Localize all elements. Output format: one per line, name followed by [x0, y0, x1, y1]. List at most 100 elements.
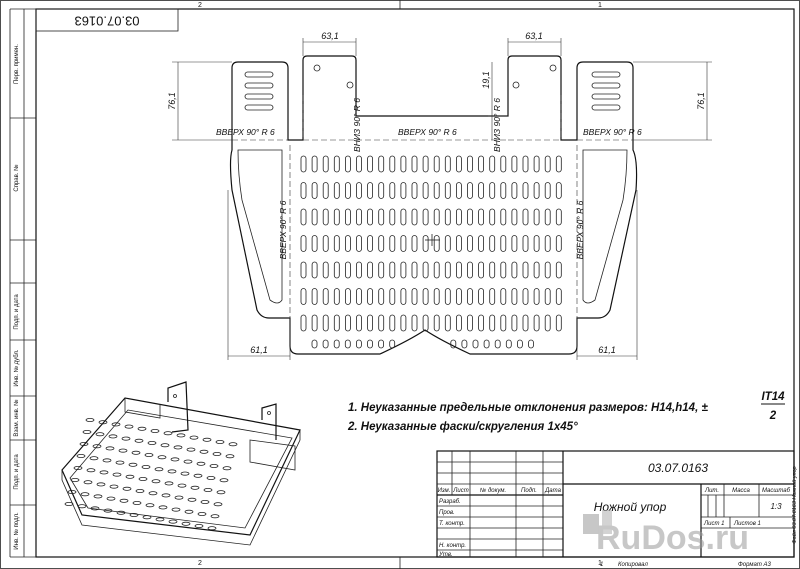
perforation-slot [344, 182, 351, 199]
side-label-sprav-no: Справ. № [13, 164, 20, 191]
perforation-slot [489, 208, 496, 226]
perforation-slot [355, 339, 362, 349]
perforation-slot [511, 182, 518, 199]
iso-perforation [109, 484, 119, 489]
perforation-slot [533, 235, 540, 252]
flange-slot [244, 104, 274, 111]
flange-slot [591, 104, 621, 111]
iso-perforation [98, 420, 108, 425]
perforation-slot [555, 235, 562, 252]
perforation-slot [500, 314, 507, 332]
perforation-slot [356, 288, 362, 305]
iso-perforation [184, 509, 194, 514]
dimension-texts: 63,1 63,1 76,1 76,1 19,1 61,1 61,1 [167, 31, 706, 355]
perforation-slot [533, 288, 540, 305]
iso-perforation [212, 451, 222, 456]
dimension-lines [172, 38, 712, 360]
perforation-slot [544, 155, 551, 173]
iso-perforation [137, 426, 147, 431]
iso-perforation [202, 437, 212, 442]
perforation-slot [472, 339, 479, 349]
perforation-slot [322, 208, 329, 226]
perforation-slot [500, 288, 507, 305]
perforation-slot [544, 288, 551, 305]
perforation-slot [433, 261, 440, 279]
perforation-slot [356, 182, 362, 199]
perforation-slot [461, 339, 468, 349]
perforation-slot [311, 155, 318, 173]
perforation-slot [411, 208, 418, 226]
iso-perforation [194, 524, 204, 529]
iso-perforation [70, 477, 80, 482]
iso-perforation [76, 453, 86, 458]
iso-perforation [157, 455, 167, 460]
perforation-slot [533, 155, 540, 173]
perforation-slot [433, 155, 440, 173]
perforation-slot [444, 155, 451, 173]
perforation-slot [411, 288, 418, 305]
iso-perforation [85, 417, 95, 422]
perforation-slot [544, 208, 551, 226]
perforation-slot [333, 339, 340, 349]
dim-height-mid: 19,1 [481, 71, 491, 89]
watermark: RuDos.ru [583, 510, 749, 557]
perforation-slot [533, 314, 540, 332]
perforation-slot [400, 261, 407, 279]
perforation-slot [300, 314, 307, 332]
perforation-slot [500, 235, 507, 252]
iso-perforation [187, 497, 197, 502]
perforation-slot [378, 288, 385, 305]
flange-slot [591, 82, 621, 89]
bend-note-up-left-top: ВВЕРХ 90° R 6 [216, 127, 275, 137]
perforation-slot [544, 314, 551, 332]
kopiroval-label: Копировал [618, 562, 648, 568]
perforation-slot [422, 314, 429, 332]
technical-notes: 1. Неуказанные предельные отклонения раз… [347, 391, 785, 433]
perforation-slot [378, 155, 385, 173]
perforation-slot [311, 208, 318, 226]
iso-perforation [177, 483, 187, 488]
iso-perforation [86, 468, 96, 473]
perforation-slot [555, 261, 562, 279]
perforation-slot [555, 314, 562, 332]
flange-slot [244, 71, 274, 78]
bend-notes: ВВЕРХ 90° R 6 ВВЕРХ 90° R 6 ВВЕРХ 90° R … [216, 98, 642, 260]
perforation-slot [483, 339, 490, 349]
isometric-view [61, 381, 301, 546]
perforation-slot [411, 182, 418, 199]
perforation-slot [389, 261, 396, 279]
bend-note-up-mid-top: ВВЕРХ 90° R 6 [398, 127, 457, 137]
perforation-slot [300, 288, 307, 305]
side-label-perv-primen: Перв. примен. [14, 44, 20, 84]
col-header-dokum: № докум. [480, 487, 506, 494]
perforation-slot [400, 235, 407, 252]
perforation-slot [511, 235, 518, 252]
perforation-slot [300, 208, 307, 226]
iso-perforation [124, 424, 134, 429]
perforation-slot [411, 314, 418, 332]
perforation-slot [389, 288, 396, 305]
perforation-slot [467, 182, 473, 199]
perforation-slot [378, 235, 385, 252]
perforation-slot [433, 288, 440, 305]
bend-note-up-side-left: ВВЕРХ 90° R 6 [278, 200, 288, 259]
watermark-text: RuDos.ru [596, 519, 749, 557]
perforation-slot [500, 155, 507, 173]
iso-perforation [122, 486, 132, 491]
perforation-slot [422, 182, 429, 199]
col-header-izm: Изм. [438, 488, 451, 494]
row-label-prov: Пров. [439, 510, 455, 516]
perforation-slot [389, 235, 396, 252]
perforation-slot [311, 182, 318, 199]
perforation-slot [322, 314, 329, 332]
perforation-slot [389, 339, 396, 349]
iso-perforation [83, 480, 93, 485]
perforation-slot [411, 235, 418, 252]
perforation-slot [478, 235, 485, 252]
perforation-slot [411, 155, 418, 173]
note-1-fraction-num: IT14 [761, 391, 785, 403]
iso-perforation [90, 506, 100, 511]
perforation-slot [522, 155, 529, 173]
perforation-slot [333, 314, 340, 332]
perforation-slot [300, 235, 307, 252]
